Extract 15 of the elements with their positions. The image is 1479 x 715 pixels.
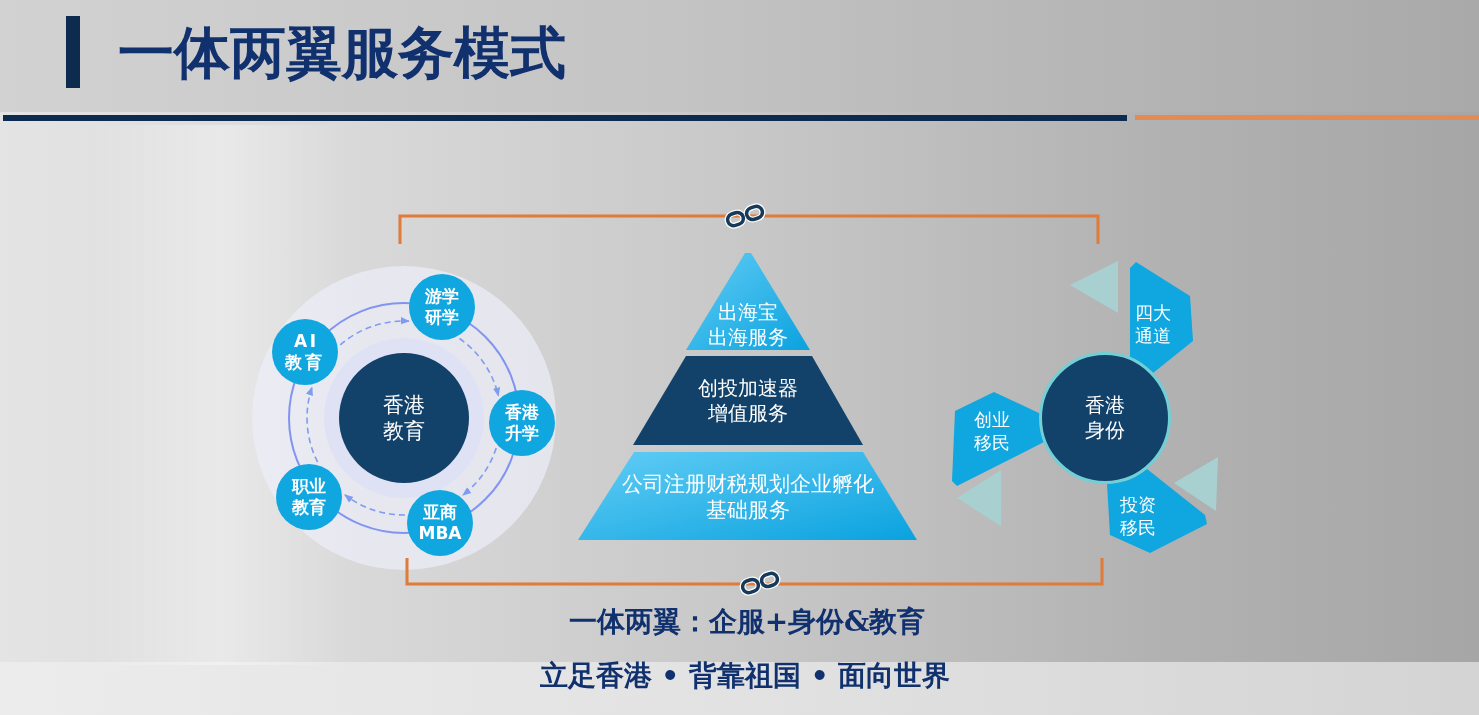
dashed-arrow xyxy=(306,386,319,463)
hexagon-tab: 创业移民 xyxy=(950,390,1046,488)
hub-circle: 香港身份 xyxy=(1039,352,1171,484)
tagline: 立足香港 • 背靠祖国 • 面向世界 xyxy=(539,659,951,693)
dashed-arrow xyxy=(339,317,410,346)
pyramid-tier: 出海宝 出海服务 xyxy=(686,250,810,350)
hexagon-tab: 投资移民 xyxy=(1104,468,1210,556)
tagline: 一体两翼：企服+身份&教育 xyxy=(568,605,926,639)
pyramid-tier: 公司注册财税规划企业孵化 基础服务 xyxy=(578,452,917,540)
dashed-arrow xyxy=(458,337,500,397)
title: 一体两翼服务模式 xyxy=(118,18,566,87)
pyramid-tier: 创投加速器 增值服务 xyxy=(633,356,863,445)
dashed-arrow xyxy=(462,447,497,496)
dashed-arrow xyxy=(344,494,406,516)
hexagon-tab: 四大通道 xyxy=(1128,260,1195,375)
